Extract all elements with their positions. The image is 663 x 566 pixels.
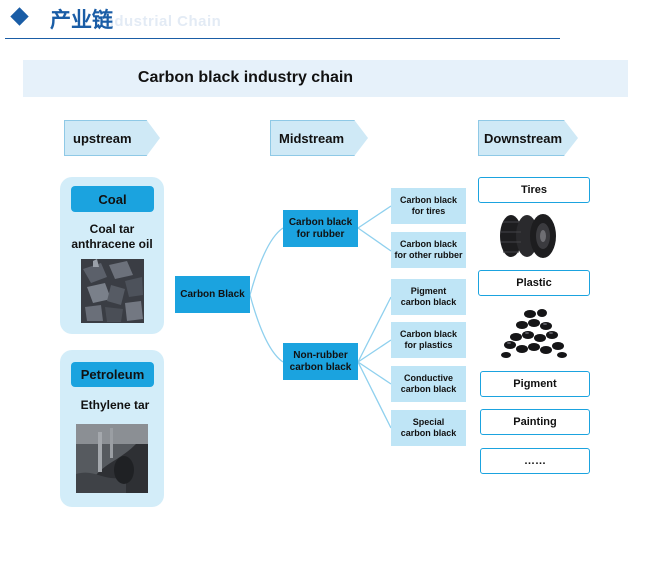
petroleum-product-line1: Ethylene tar <box>80 398 150 412</box>
rubber-line2: for rubber <box>296 228 345 240</box>
product-line2: carbon black <box>400 428 457 438</box>
stage-downstream-arrow: Downstream <box>478 120 578 156</box>
rubber-line1: Carbon black <box>288 216 353 228</box>
connector-special <box>357 361 392 429</box>
product-line1: Conductive <box>403 373 453 383</box>
coal-lumps-icon <box>81 259 144 323</box>
coal-product-line2: anthracene oil <box>71 237 153 251</box>
stage-upstream-arrow: upstream <box>64 120 160 156</box>
product-box: Pigment carbon black <box>391 279 466 315</box>
stage-downstream-label: Downstream <box>484 130 563 146</box>
product-line1: Carbon black <box>399 239 457 249</box>
downstream-painting-box: Painting <box>480 409 590 435</box>
connector-tires <box>357 205 392 229</box>
petroleum-image <box>76 424 148 493</box>
stage-upstream-label: upstream <box>73 130 132 146</box>
downstream-more-box: …… <box>480 448 590 474</box>
stage-midstream-arrow: Midstream <box>270 120 368 156</box>
nonrubber-line1: Non-rubber <box>293 349 348 361</box>
banner-title: Carbon black industry chain <box>137 69 354 86</box>
product-line1: Carbon black <box>399 195 457 205</box>
product-line1: Special <box>412 417 445 427</box>
nonrubber-line2: carbon black <box>289 361 352 373</box>
connector-plastics <box>357 339 392 363</box>
plastic-pellets-image <box>500 305 568 359</box>
coal-products: Coal tar anthracene oil <box>62 222 162 252</box>
product-box: Carbon black for tires <box>391 188 466 224</box>
product-box: Special carbon black <box>391 410 466 446</box>
product-line2: for tires <box>411 206 446 216</box>
downstream-plastic-box: Plastic <box>478 270 590 296</box>
nonrubber-carbon-black-box: Non-rubber carbon black <box>283 343 358 380</box>
product-line2: carbon black <box>400 384 457 394</box>
rubber-carbon-black-box: Carbon black for rubber <box>283 210 358 247</box>
stage-midstream-label: Midstream <box>279 130 345 146</box>
product-box: Carbon black for other rubber <box>391 232 466 268</box>
banner <box>23 60 628 97</box>
product-box: Conductive carbon black <box>391 366 466 402</box>
product-line1: Carbon black <box>399 329 457 339</box>
tar-pipeline-icon <box>76 424 148 493</box>
connector-other-rubber <box>357 227 392 252</box>
downstream-pigment-box: Pigment <box>480 371 590 397</box>
product-line2: carbon black <box>400 297 457 307</box>
connector-conductive <box>357 361 392 385</box>
product-line2: for other rubber <box>394 250 463 260</box>
product-line1: Pigment <box>410 286 447 296</box>
coal-label: Coal <box>71 186 154 212</box>
petroleum-products: Ethylene tar <box>62 398 168 413</box>
connector-pigment <box>357 296 392 363</box>
downstream-tires-box: Tires <box>478 177 590 203</box>
tires-image <box>497 212 561 260</box>
connector-to-rubber <box>249 227 284 296</box>
petroleum-label: Petroleum <box>71 362 154 387</box>
header-divider <box>5 38 560 39</box>
pellets-icon <box>500 305 568 359</box>
tires-icon <box>497 212 561 260</box>
product-box: Carbon black for plastics <box>391 322 466 358</box>
header-ghost-text: Industrial Chain <box>100 13 222 30</box>
coal-product-line1: Coal tar <box>89 222 135 236</box>
connector-to-nonrubber <box>249 294 284 363</box>
product-line2: for plastics <box>404 340 453 350</box>
page-title: 产业链 <box>50 9 113 32</box>
carbon-black-box: Carbon Black <box>175 276 250 313</box>
coal-image <box>81 259 144 323</box>
